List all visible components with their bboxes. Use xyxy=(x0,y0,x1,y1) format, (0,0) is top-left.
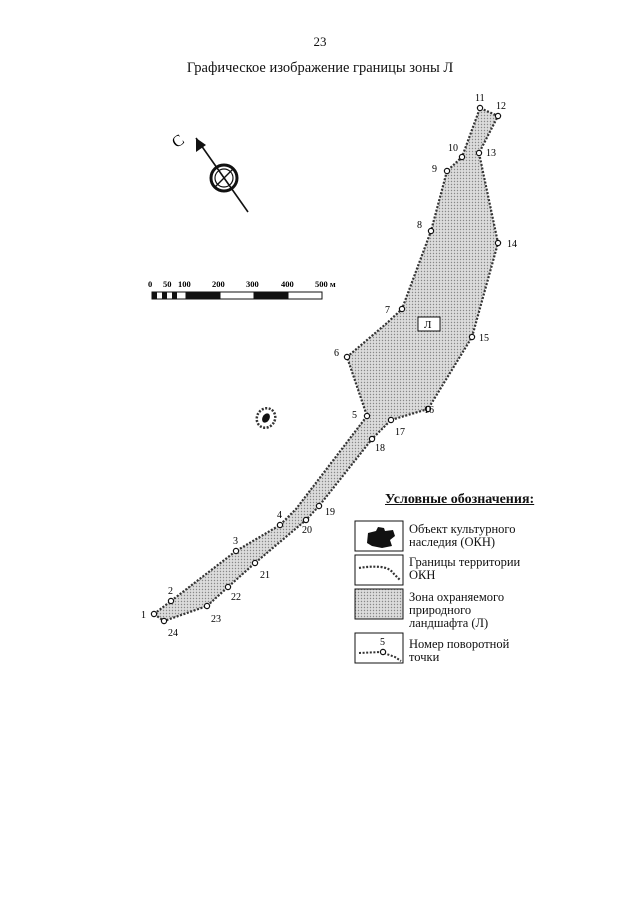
page-number: 23 xyxy=(313,34,327,49)
turning-point-marker xyxy=(160,617,168,625)
turning-point-number: 18 xyxy=(375,443,385,454)
turning-point-number: 14 xyxy=(507,239,517,250)
scale-tick-50: 50 xyxy=(163,279,172,289)
scale-tick-300: 300 xyxy=(246,279,259,289)
turning-point-number: 23 xyxy=(211,614,221,625)
turning-point-marker xyxy=(302,516,310,524)
turning-point-marker xyxy=(387,416,395,424)
turning-point-number: 6 xyxy=(334,348,339,359)
legend-label-point: Номер поворотной точки xyxy=(409,637,510,664)
turning-point-number: 1 xyxy=(141,610,146,621)
scale-tick-0: 0 xyxy=(148,279,152,289)
turning-point-marker xyxy=(343,353,351,361)
turning-point-marker xyxy=(276,521,284,529)
turning-point-number: 8 xyxy=(417,220,422,231)
turning-point-marker xyxy=(475,149,483,157)
turning-point-number: 4 xyxy=(277,510,282,521)
turning-point-number: 2 xyxy=(168,586,173,597)
turning-point-marker xyxy=(398,305,406,313)
turning-point-marker xyxy=(368,435,376,443)
scale-tick-500: 500 м xyxy=(315,279,336,289)
turning-point-number: 17 xyxy=(395,427,405,438)
north-arrow-icon: С xyxy=(169,132,249,213)
turning-point-marker xyxy=(476,104,484,112)
legend: Условные обозначения: xyxy=(355,492,545,520)
turning-point-number: 12 xyxy=(496,101,506,112)
turning-point-marker xyxy=(315,502,323,510)
turning-point-marker xyxy=(458,153,466,161)
turning-point-marker xyxy=(443,167,451,175)
scale-tick-400: 400 xyxy=(281,279,294,289)
turning-point-number: 7 xyxy=(385,305,390,316)
turning-point-icon: 5 xyxy=(358,637,402,662)
turning-point-marker xyxy=(424,405,432,413)
turning-point-marker xyxy=(251,559,259,567)
turning-point-number: 15 xyxy=(479,333,489,344)
zone-label: Л xyxy=(424,319,432,331)
turning-point-marker xyxy=(150,610,158,618)
turning-point-number: 22 xyxy=(231,592,241,603)
turning-point-marker xyxy=(468,333,476,341)
legend-label-heritage: Объект культурного наследия (ОКН) xyxy=(409,522,516,549)
turning-point-marker xyxy=(203,602,211,610)
turning-point-number: 5 xyxy=(352,410,357,421)
turning-point-marker xyxy=(494,112,502,120)
turning-point-number: 9 xyxy=(432,164,437,175)
turning-point-marker xyxy=(427,227,435,235)
scale-bar: 0 50 100 200 300 400 500 м xyxy=(148,279,336,300)
turning-point-number: 16 xyxy=(424,405,434,416)
turning-point-marker xyxy=(232,547,240,555)
turning-point-number: 24 xyxy=(168,628,178,639)
turning-point-number: 19 xyxy=(325,507,335,518)
north-label: С xyxy=(169,132,187,152)
turning-point-marker xyxy=(363,412,371,420)
scale-tick-200: 200 xyxy=(212,279,225,289)
turning-point-number: 20 xyxy=(302,525,312,536)
turning-point-marker xyxy=(224,583,232,591)
turning-point-marker xyxy=(494,239,502,247)
turning-point-number: 10 xyxy=(448,143,458,154)
turning-point-number: 11 xyxy=(475,93,485,104)
turning-point-number: 3 xyxy=(233,536,238,547)
legend-label-zone: Зона охраняемого природного ландшафта (Л… xyxy=(409,590,505,630)
heritage-object-icon xyxy=(367,527,395,548)
map-title: Графическое изображение границы зоны Л xyxy=(186,60,454,76)
protected-zone-icon xyxy=(354,588,404,620)
legend-title: Условные обозначения: xyxy=(385,492,535,507)
turning-point-sample-number: 5 xyxy=(380,637,385,648)
turning-point-number: 21 xyxy=(260,570,270,581)
scale-tick-100: 100 xyxy=(178,279,191,289)
territory-boundary-icon xyxy=(358,565,401,581)
legend-swatches: 5 xyxy=(354,520,404,664)
heritage-object-marker xyxy=(255,406,277,430)
turning-point-marker xyxy=(167,597,175,605)
zone-label-box: Л xyxy=(417,316,441,332)
legend-label-boundary: Границы территории ОКН xyxy=(409,555,521,582)
turning-point-number: 13 xyxy=(486,148,496,159)
